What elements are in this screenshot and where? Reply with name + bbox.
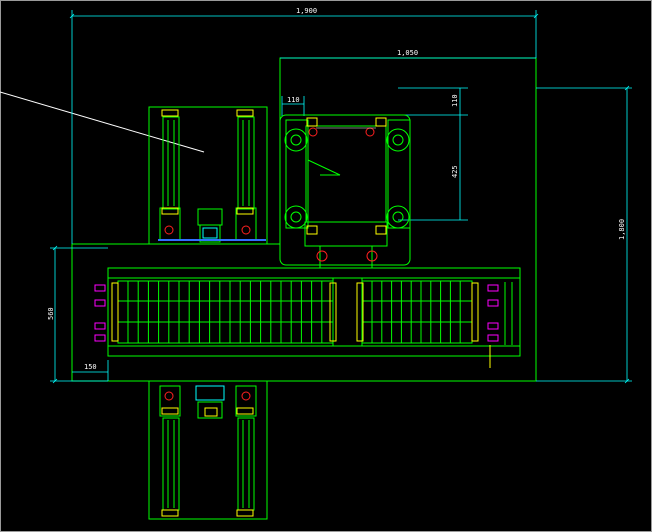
dim-bottom-offset [72, 360, 109, 381]
leader-line [0, 91, 205, 153]
lower-left-cell [148, 380, 268, 520]
upper-left-cell-fittings [158, 109, 266, 241]
dim-offset-left [281, 96, 305, 116]
dim-offset-left-label: 110 [287, 96, 300, 104]
conveyor-frame [107, 267, 521, 357]
conveyor-end-fittings [94, 282, 513, 368]
dim-upper-right-width-label: 1,050 [397, 49, 418, 57]
upper-left-cell [148, 106, 268, 245]
dim-overall-width [69, 10, 539, 244]
robot-fittings [306, 117, 387, 262]
dim-offset-top-label: 110 [451, 94, 459, 107]
dim-bottom-offset-label: 150 [84, 363, 97, 371]
dim-overall-width-label: 1,900 [296, 7, 317, 15]
dim-overall-height [536, 85, 632, 384]
lower-left-cell-fittings [161, 385, 254, 517]
conveyor-rollers [127, 281, 461, 343]
dim-offset-top [398, 87, 468, 116]
dim-vertical-spacing-label: 425 [451, 165, 459, 178]
dim-conveyor-height-label: 560 [47, 307, 55, 320]
robot-base [279, 114, 411, 269]
dim-conveyor-height [50, 245, 108, 384]
dim-overall-height-label: 1,800 [618, 219, 626, 240]
